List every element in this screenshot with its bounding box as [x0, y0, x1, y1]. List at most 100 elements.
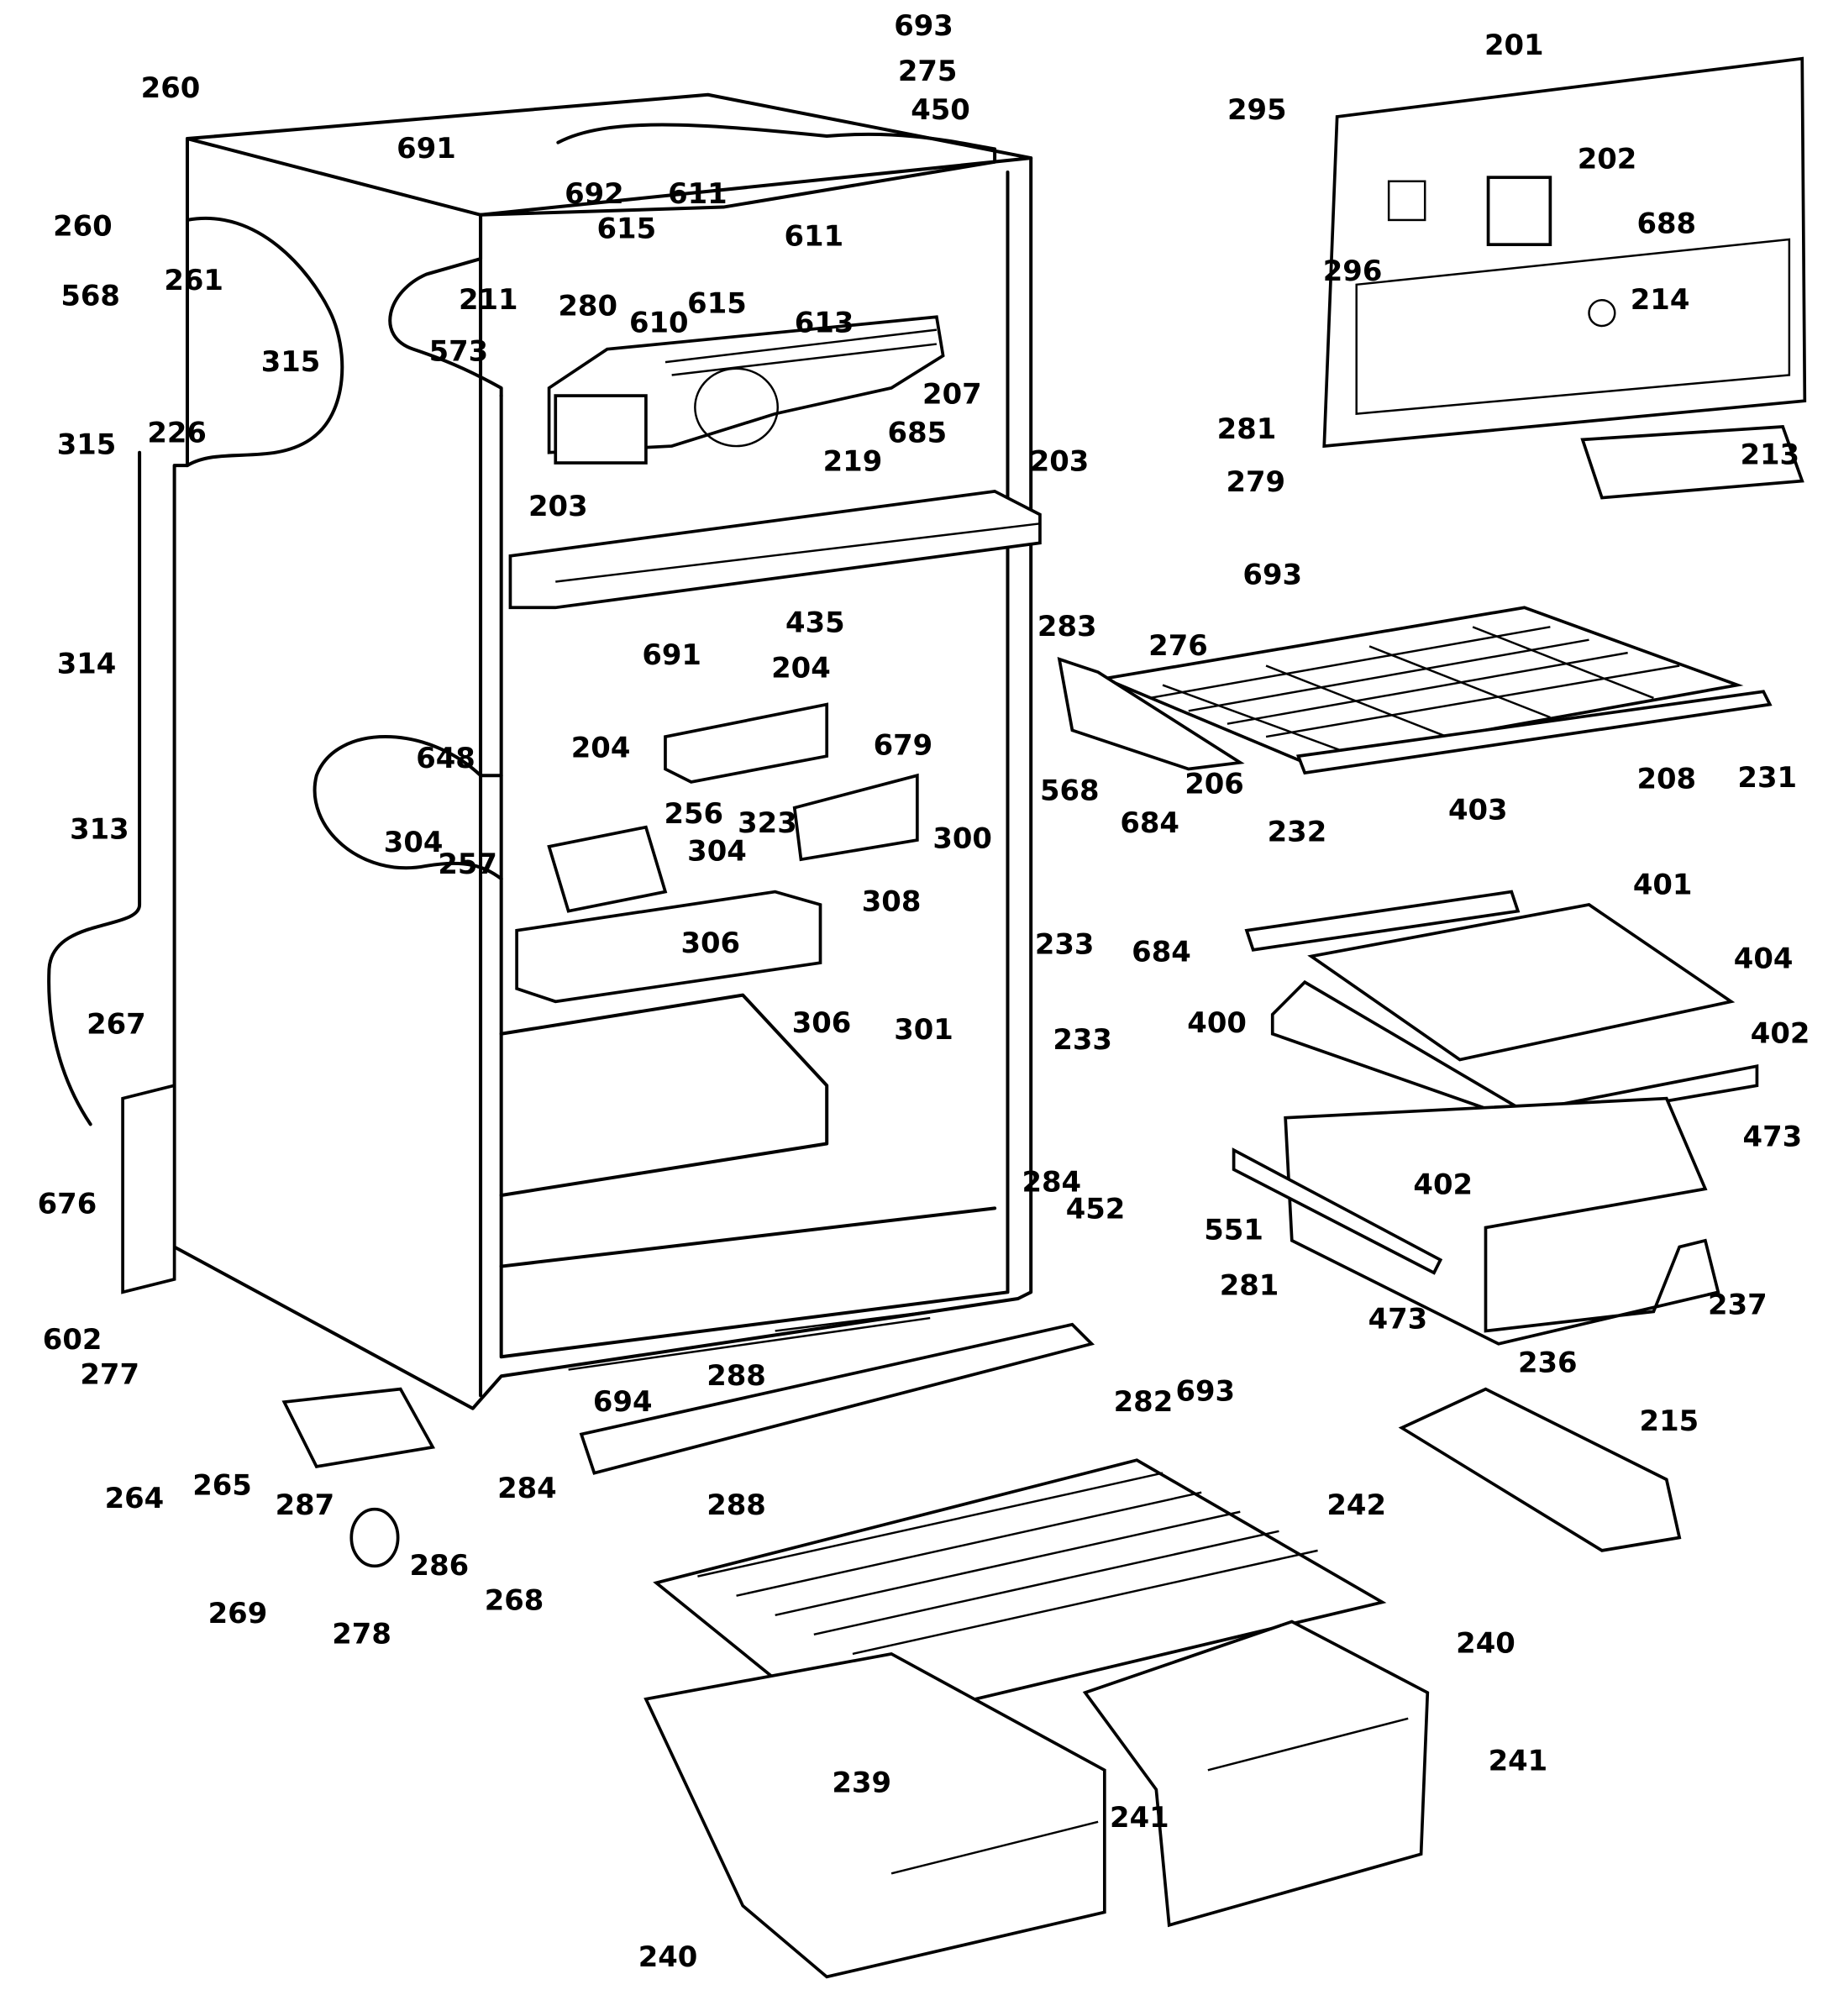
control-housing — [515, 890, 822, 1004]
hinge-bottom — [281, 1387, 436, 1468]
part-callout-308: 308 — [862, 885, 922, 918]
part-callout-602: 602 — [43, 1323, 102, 1356]
part-callout-473: 473 — [1743, 1121, 1803, 1153]
part-callout-277: 277 — [80, 1358, 139, 1391]
part-callout-296: 296 — [1323, 255, 1383, 287]
part-callout-306: 306 — [680, 927, 740, 959]
part-callout-215: 215 — [1640, 1404, 1699, 1437]
part-callout-261: 261 — [164, 264, 223, 297]
part-callout-226: 226 — [147, 416, 207, 449]
part-callout-684: 684 — [1120, 806, 1179, 839]
part-callout-693: 693 — [1175, 1374, 1235, 1407]
part-callout-269: 269 — [208, 1597, 268, 1630]
part-callout-315: 315 — [57, 428, 117, 460]
part-callout-260: 260 — [141, 71, 201, 104]
part-callout-435: 435 — [785, 606, 845, 638]
part-callout-573: 573 — [429, 335, 489, 368]
freezer-detail-outline — [388, 123, 997, 398]
part-callout-208: 208 — [1636, 763, 1696, 795]
part-callout-288: 288 — [707, 1488, 766, 1521]
control-detail-outline — [313, 735, 503, 881]
part-callout-295: 295 — [1227, 93, 1287, 126]
part-callout-204: 204 — [571, 732, 631, 764]
part-callout-284: 284 — [1022, 1165, 1081, 1198]
part-callout-403: 403 — [1448, 793, 1508, 826]
part-callout-300: 300 — [932, 822, 992, 854]
part-callout-684: 684 — [1132, 936, 1191, 969]
part-callout-679: 679 — [874, 729, 933, 762]
glass-shelf — [1244, 890, 1759, 1126]
part-callout-281: 281 — [1217, 412, 1277, 445]
part-callout-315: 315 — [261, 345, 321, 378]
crisper-pan-small — [1232, 1096, 1720, 1346]
part-callout-313: 313 — [70, 813, 129, 846]
evaporator-cover — [547, 315, 945, 465]
part-callout-203: 203 — [1030, 444, 1090, 477]
part-callout-281: 281 — [1220, 1268, 1279, 1301]
water-tube — [47, 450, 142, 1126]
part-callout-213: 213 — [1740, 438, 1799, 471]
part-callout-287: 287 — [276, 1488, 335, 1521]
part-callout-693: 693 — [1242, 559, 1302, 591]
part-callout-275: 275 — [898, 55, 958, 87]
part-callout-260: 260 — [53, 209, 113, 242]
part-callout-214: 214 — [1631, 283, 1690, 316]
part-callout-211: 211 — [459, 283, 518, 316]
part-callout-264: 264 — [105, 1482, 165, 1515]
part-callout-694: 694 — [593, 1385, 653, 1418]
part-callout-450: 450 — [911, 93, 970, 126]
hinge-detail-outline — [185, 217, 344, 468]
part-callout-279: 279 — [1226, 465, 1285, 498]
part-callout-240: 240 — [1456, 1626, 1515, 1659]
part-callout-284: 284 — [497, 1472, 557, 1504]
part-callout-301: 301 — [894, 1013, 953, 1046]
part-callout-314: 314 — [57, 648, 117, 680]
part-callout-615: 615 — [687, 287, 747, 320]
part-callout-304: 304 — [384, 826, 444, 858]
dairy-bin — [1398, 1387, 1682, 1552]
part-callout-288: 288 — [707, 1359, 766, 1392]
part-callout-207: 207 — [922, 377, 982, 410]
part-callout-568: 568 — [60, 279, 120, 312]
part-callout-400: 400 — [1187, 1006, 1247, 1039]
ice-tray — [1580, 425, 1804, 500]
part-callout-402: 402 — [1413, 1168, 1473, 1200]
part-callout-237: 237 — [1708, 1288, 1768, 1320]
part-callout-268: 268 — [485, 1584, 544, 1617]
part-callout-402: 402 — [1751, 1017, 1810, 1050]
part-callout-280: 280 — [558, 290, 617, 323]
part-callout-242: 242 — [1326, 1488, 1386, 1521]
mullion-bar — [508, 489, 1042, 610]
part-callout-241: 241 — [1489, 1744, 1548, 1777]
part-callout-201: 201 — [1484, 29, 1544, 61]
part-callout-282: 282 — [1114, 1385, 1174, 1418]
part-callout-685: 685 — [888, 416, 948, 449]
part-callout-231: 231 — [1737, 761, 1797, 794]
part-callout-203: 203 — [528, 490, 588, 522]
part-callout-276: 276 — [1148, 629, 1208, 662]
part-callout-401: 401 — [1633, 869, 1693, 901]
part-callout-240: 240 — [638, 1940, 698, 1973]
part-callout-473: 473 — [1368, 1302, 1428, 1335]
part-callout-404: 404 — [1734, 942, 1794, 974]
part-callout-693: 693 — [894, 9, 953, 42]
part-callout-613: 613 — [795, 307, 854, 339]
part-callout-267: 267 — [87, 1008, 146, 1041]
part-callout-611: 611 — [785, 220, 844, 253]
part-callout-241: 241 — [1110, 1801, 1169, 1834]
freezer-door-panel — [1322, 56, 1807, 449]
part-callout-691: 691 — [397, 132, 456, 165]
part-callout-648: 648 — [416, 742, 475, 774]
part-callout-692: 692 — [565, 177, 624, 210]
part-callout-551: 551 — [1204, 1213, 1263, 1246]
part-callout-265: 265 — [192, 1469, 252, 1502]
crisper-drawers — [643, 1620, 1430, 1979]
part-callout-219: 219 — [823, 444, 883, 477]
part-callout-239: 239 — [832, 1766, 891, 1798]
part-callout-202: 202 — [1578, 142, 1637, 175]
back-panel-piece — [121, 1083, 176, 1294]
part-callout-206: 206 — [1185, 768, 1244, 801]
part-callout-323: 323 — [738, 806, 797, 839]
